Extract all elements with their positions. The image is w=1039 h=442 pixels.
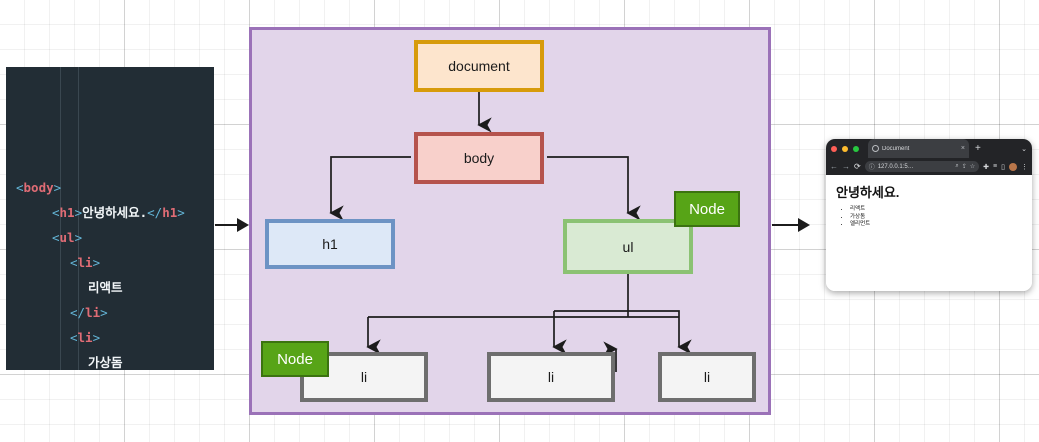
code-token-tag: h1 bbox=[59, 205, 75, 220]
browser-window: Document × + ⌄ ← → ⟳ ⓘ 127.0.0.1:5… ⌕ ⇪ … bbox=[826, 139, 1032, 291]
code-token-tag: li bbox=[77, 255, 93, 270]
node-box-body-label: body bbox=[463, 150, 495, 166]
reload-icon[interactable]: ⟳ bbox=[854, 162, 861, 171]
window-minimize-button[interactable] bbox=[842, 145, 848, 152]
overflow-menu-icon[interactable]: ⋮ bbox=[1021, 163, 1028, 171]
diagram-connectors bbox=[329, 92, 692, 372]
node-box-ul[interactable]: ul bbox=[563, 219, 693, 274]
html-source-code-panel: <body><h1>안녕하세요.</h1><ul><li>리액트</li><li… bbox=[6, 67, 214, 370]
window-close-button[interactable] bbox=[831, 145, 837, 152]
browser-tab-document[interactable]: Document × bbox=[868, 139, 969, 158]
code-token-punc: < bbox=[70, 330, 78, 345]
code-line: <li> bbox=[6, 250, 214, 275]
zoom-icon[interactable]: ⌕ bbox=[955, 163, 959, 169]
code-token-tag: h1 bbox=[162, 205, 178, 220]
node-box-li-1-label: li bbox=[360, 369, 368, 385]
code-token-tag: li bbox=[77, 330, 93, 345]
code-line: 리액트 bbox=[6, 275, 214, 300]
forward-arrow-icon[interactable]: → bbox=[842, 162, 850, 171]
code-token-tag: li bbox=[85, 305, 101, 320]
code-token-punc: > bbox=[74, 230, 83, 245]
flow-arrow-code-to-diagram bbox=[215, 218, 249, 232]
code-line: 가상돔 bbox=[6, 350, 214, 370]
code-token-punc: > bbox=[53, 180, 62, 195]
code-token-punc: > bbox=[92, 330, 101, 345]
node-box-document[interactable]: document bbox=[414, 40, 544, 92]
extensions-puzzle-icon[interactable]: ✚ bbox=[983, 163, 990, 171]
code-token-txt: 가상돔 bbox=[88, 355, 123, 370]
code-token-punc: </ bbox=[70, 305, 86, 320]
code-token-punc: > bbox=[74, 205, 83, 220]
code-token-punc: < bbox=[52, 230, 60, 245]
node-box-li-3-label: li bbox=[703, 369, 711, 385]
node-box-document-label: document bbox=[448, 58, 510, 74]
address-bar[interactable]: ⓘ 127.0.0.1:5… ⌕ ⇪ ☆ bbox=[864, 161, 980, 172]
code-token-punc: < bbox=[70, 255, 78, 270]
node-box-h1-label: h1 bbox=[322, 236, 338, 252]
node-badge-ul: Node bbox=[674, 191, 740, 227]
code-line: </li> bbox=[6, 300, 214, 325]
reading-list-icon[interactable]: ≡ bbox=[993, 163, 998, 170]
code-token-punc: < bbox=[52, 205, 60, 220]
page-heading: 안녕하세요. bbox=[836, 185, 900, 200]
close-icon[interactable]: × bbox=[960, 145, 965, 152]
side-panel-icon[interactable]: ▯ bbox=[1001, 163, 1005, 171]
list-item: 엘리먼트 bbox=[850, 221, 1024, 229]
node-badge-li: Node bbox=[261, 341, 329, 377]
tab-favicon-icon bbox=[872, 145, 879, 152]
code-line-list: <body><h1>안녕하세요.</h1><ul><li>리액트</li><li… bbox=[6, 175, 214, 370]
code-token-punc: > bbox=[92, 255, 101, 270]
avatar[interactable] bbox=[1009, 162, 1017, 171]
site-info-icon[interactable]: ⓘ bbox=[868, 165, 875, 171]
code-token-punc: < bbox=[16, 180, 24, 195]
bookmark-star-icon[interactable]: ☆ bbox=[969, 164, 976, 170]
node-box-ul-label: ul bbox=[622, 238, 634, 255]
list-item: 가상돔 bbox=[850, 214, 1024, 222]
code-token-tag: body bbox=[23, 180, 54, 195]
rendered-page-content: 안녕하세요. 리액트가상돔엘리먼트 bbox=[826, 175, 1032, 291]
code-line: <li> bbox=[6, 325, 214, 350]
browser-toolbar: ← → ⟳ ⓘ 127.0.0.1:5… ⌕ ⇪ ☆ ✚ ≡ ▯ ⋮ bbox=[826, 158, 1032, 175]
node-box-li-3[interactable]: li bbox=[658, 352, 756, 402]
node-box-h1[interactable]: h1 bbox=[265, 219, 395, 269]
code-token-txt: 리액트 bbox=[88, 280, 123, 295]
browser-tab-title: Document bbox=[882, 145, 910, 152]
code-line: <h1>안녕하세요.</h1> bbox=[6, 200, 214, 225]
chevron-down-icon[interactable]: ⌄ bbox=[1021, 145, 1027, 153]
code-token-tag: ul bbox=[59, 230, 75, 245]
node-box-li-2[interactable]: li bbox=[487, 352, 615, 402]
node-badge-li-label: Node bbox=[277, 350, 313, 368]
browser-tab-bar: Document × + ⌄ bbox=[826, 139, 1032, 158]
node-box-body[interactable]: body bbox=[414, 132, 544, 184]
code-token-punc: </ bbox=[147, 205, 163, 220]
new-tab-icon[interactable]: + bbox=[975, 143, 981, 154]
page-bullet-list: 리액트가상돔엘리먼트 bbox=[836, 206, 1024, 229]
list-item: 리액트 bbox=[850, 206, 1024, 214]
address-bar-url: 127.0.0.1:5… bbox=[877, 163, 914, 170]
code-line: <body> bbox=[6, 175, 214, 200]
code-token-punc: > bbox=[177, 205, 185, 220]
code-line: <ul> bbox=[6, 225, 214, 250]
node-box-li-2-label: li bbox=[547, 369, 555, 385]
node-badge-ul-label: Node bbox=[689, 200, 725, 218]
code-token-punc: > bbox=[100, 305, 108, 320]
window-maximize-button[interactable] bbox=[853, 145, 859, 152]
flow-arrow-diagram-to-browser bbox=[772, 218, 810, 232]
code-token-txt: 안녕하세요. bbox=[82, 205, 148, 220]
share-icon[interactable]: ⇪ bbox=[961, 164, 967, 170]
back-arrow-icon[interactable]: ← bbox=[830, 162, 838, 171]
